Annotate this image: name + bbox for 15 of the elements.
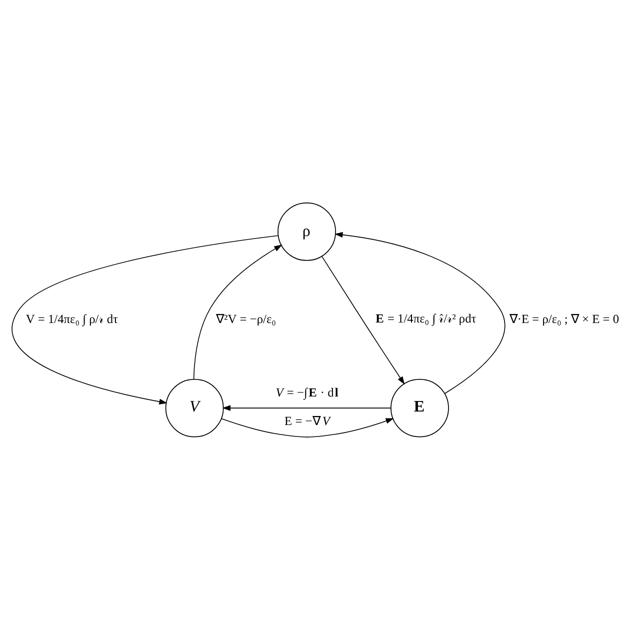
node-circle: E [390,378,449,438]
arrow [221,418,394,438]
edge-label: E = −∇V [284,414,330,428]
edge-label: E = 1/4πε₀ ∫ 𝓇̂/𝓇² ρdτ [376,311,476,326]
edge-label: ∇²V = −ρ/ε₀ [216,312,276,326]
edge-label: ∇·E = ρ/ε₀ ; ∇ × E = 0 [509,312,620,326]
edge-label: V = 1/4πε₀ ∫ ρ/𝓇 dτ [26,312,118,326]
arrow [193,244,282,380]
arrow [12,235,279,404]
edge-label: V = −∫E · dl [276,385,338,400]
arrow [322,256,405,385]
node-circle: V [165,378,224,438]
arrow [334,232,506,394]
node-circle: ρ [278,202,336,261]
arrow [222,405,392,411]
